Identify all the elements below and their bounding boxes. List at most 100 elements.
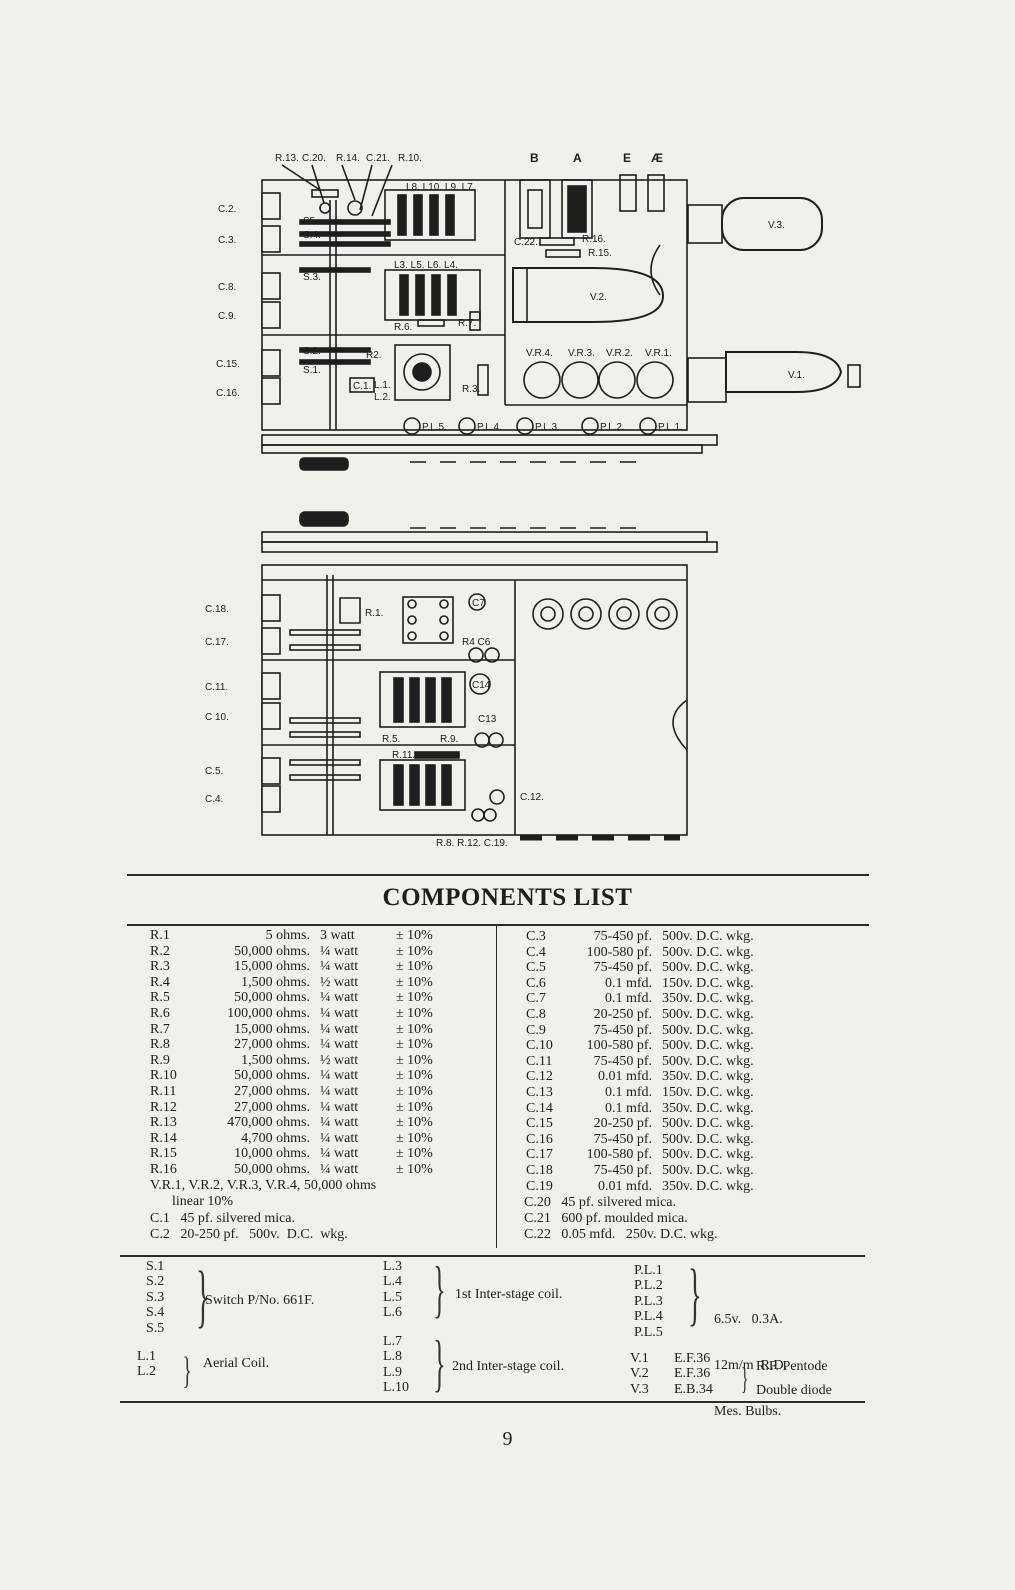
label-s4: S.4.	[303, 230, 321, 241]
capacitor-value: 75-450 pf.	[593, 1162, 652, 1178]
resistor-value: 1,500 ohms.	[241, 1052, 310, 1068]
resistor-ref: R.15	[150, 1146, 177, 1162]
capacitor-rating: 500v. D.C. wkg.	[662, 1131, 754, 1147]
label-c11: C.11.	[205, 682, 228, 693]
label-coil-mid: L3. L5. L6. L4.	[394, 260, 458, 271]
resistor-tolerance: ± 10%	[396, 1037, 433, 1053]
label-v2: V.2.	[590, 292, 607, 303]
switch-item: S.2	[146, 1274, 165, 1290]
capacitor-value: 20-250 pf.	[593, 1116, 652, 1132]
resistor-wattage: ¼ watt	[320, 1083, 359, 1099]
aerial-coil-item: L.1	[137, 1349, 157, 1364]
capacitor-ref: C.15	[526, 1116, 553, 1132]
resistor-ref: R.12	[150, 1099, 177, 1115]
second-interstage-description: 2nd Inter-stage coil.	[452, 1359, 565, 1374]
label-c9: C.9.	[218, 311, 236, 322]
resistor-ref: R.9	[150, 1052, 170, 1068]
resistor-ref: R.7	[150, 1021, 170, 1037]
resistor-ref: R.2	[150, 943, 170, 959]
lamp-brace: }	[688, 1256, 702, 1333]
capacitor-ref: C.14	[526, 1100, 553, 1116]
resistor-wattage: ¼ watt	[320, 1115, 359, 1131]
c20-line: C.20 45 pf. silvered mica.	[524, 1195, 677, 1210]
resistor-wattage: ¼ watt	[320, 959, 359, 975]
resistor-wattage: ¼ watt	[320, 1161, 359, 1177]
resistor-ref: R.5	[150, 990, 170, 1006]
capacitor-rating: 500v. D.C. wkg.	[662, 1162, 754, 1178]
capacitor-value: 0.1 mfd.	[604, 975, 652, 991]
capacitor-ref: C.4	[526, 944, 546, 960]
capacitor-value: 75-450 pf.	[593, 1131, 652, 1147]
label-coil-top: L8. L10. L9. L7.	[406, 182, 476, 193]
resistor-wattage: ¼ watt	[320, 1130, 359, 1146]
aerial-coil-item: L.2	[137, 1364, 157, 1380]
resistor-tolerance: ± 10%	[396, 990, 433, 1006]
label-pl5: P.L.5.	[422, 422, 447, 433]
coil-item: L.7	[383, 1334, 403, 1349]
resistor-ref: R.6	[150, 1005, 170, 1021]
label-r7: R.7.	[458, 318, 476, 329]
label-r6: R.6.	[394, 322, 412, 333]
resistor-ref: R.13	[150, 1115, 177, 1131]
label-pl2: P.L.2.	[600, 422, 625, 433]
label-vr1: V.R.1.	[645, 348, 672, 359]
valve-ref: V.1	[630, 1351, 649, 1366]
label-c5: C.5.	[205, 766, 223, 777]
label-r9: R.9.	[440, 734, 458, 745]
capacitor-value: 0.01 mfd.	[597, 1069, 652, 1085]
valve-type: E.F.36	[674, 1366, 711, 1382]
resistor-tolerance: ± 10%	[396, 974, 433, 990]
capacitor-ref: C.7	[526, 991, 546, 1007]
second-interstage-brace: }	[433, 1327, 446, 1398]
resistor-ref: R.16	[150, 1161, 177, 1177]
label-c14: C14	[472, 680, 491, 691]
terminal-e: E	[623, 151, 631, 165]
label-s3: S.3.	[303, 272, 321, 283]
resistor-value: 15,000 ohms.	[234, 1021, 310, 1037]
variable-resistor-line: V.R.1, V.R.2, V.R.3, V.R.4, 50,000 ohms	[150, 1178, 377, 1193]
resistor-value: 1,500 ohms.	[241, 974, 310, 990]
resistor-value: 470,000 ohms.	[227, 1115, 310, 1131]
first-interstage-description: 1st Inter-stage coil.	[455, 1287, 563, 1302]
lamp-item: P.L.4	[634, 1309, 663, 1325]
capacitor-rating: 350v. D.C. wkg.	[662, 1069, 754, 1085]
label-c21: C.21.	[366, 153, 390, 164]
c1-line: C.1 45 pf. silvered mica.	[150, 1211, 296, 1226]
capacitor-ref: C.3	[526, 929, 546, 944]
resistor-wattage: ¼ watt	[320, 1099, 359, 1115]
valve-type: E.F.36	[674, 1351, 711, 1366]
capacitor-value: 0.1 mfd.	[604, 991, 652, 1007]
capacitor-value: 75-450 pf.	[593, 960, 652, 976]
capacitor-ref: C.11	[526, 1053, 553, 1069]
resistor-ref: R.10	[150, 1068, 177, 1084]
valve-type: E.B.34	[674, 1381, 713, 1397]
switch-item: S.5	[146, 1320, 165, 1336]
column-divider	[496, 926, 498, 1248]
resistor-tolerance: ± 10%	[396, 1005, 433, 1021]
lamp-desc-line: Mes. Bulbs.	[714, 1404, 782, 1420]
resistor-wattage: ¼ watt	[320, 1037, 359, 1053]
capacitor-rating: 500v. D.C. wkg.	[662, 1053, 754, 1069]
page-number: 9	[502, 1428, 513, 1450]
label-r11: R.11.	[392, 750, 415, 761]
label-c22: C.22.	[514, 237, 538, 248]
resistor-value: 5 ohms.	[265, 928, 310, 943]
capacitor-ref: C.6	[526, 975, 546, 991]
label-l1: L.1.	[374, 380, 391, 391]
label-pl4: P.L.4.	[477, 422, 502, 433]
switch-list: S.1 S.2 S.3 S.4 S.5	[146, 1259, 164, 1336]
